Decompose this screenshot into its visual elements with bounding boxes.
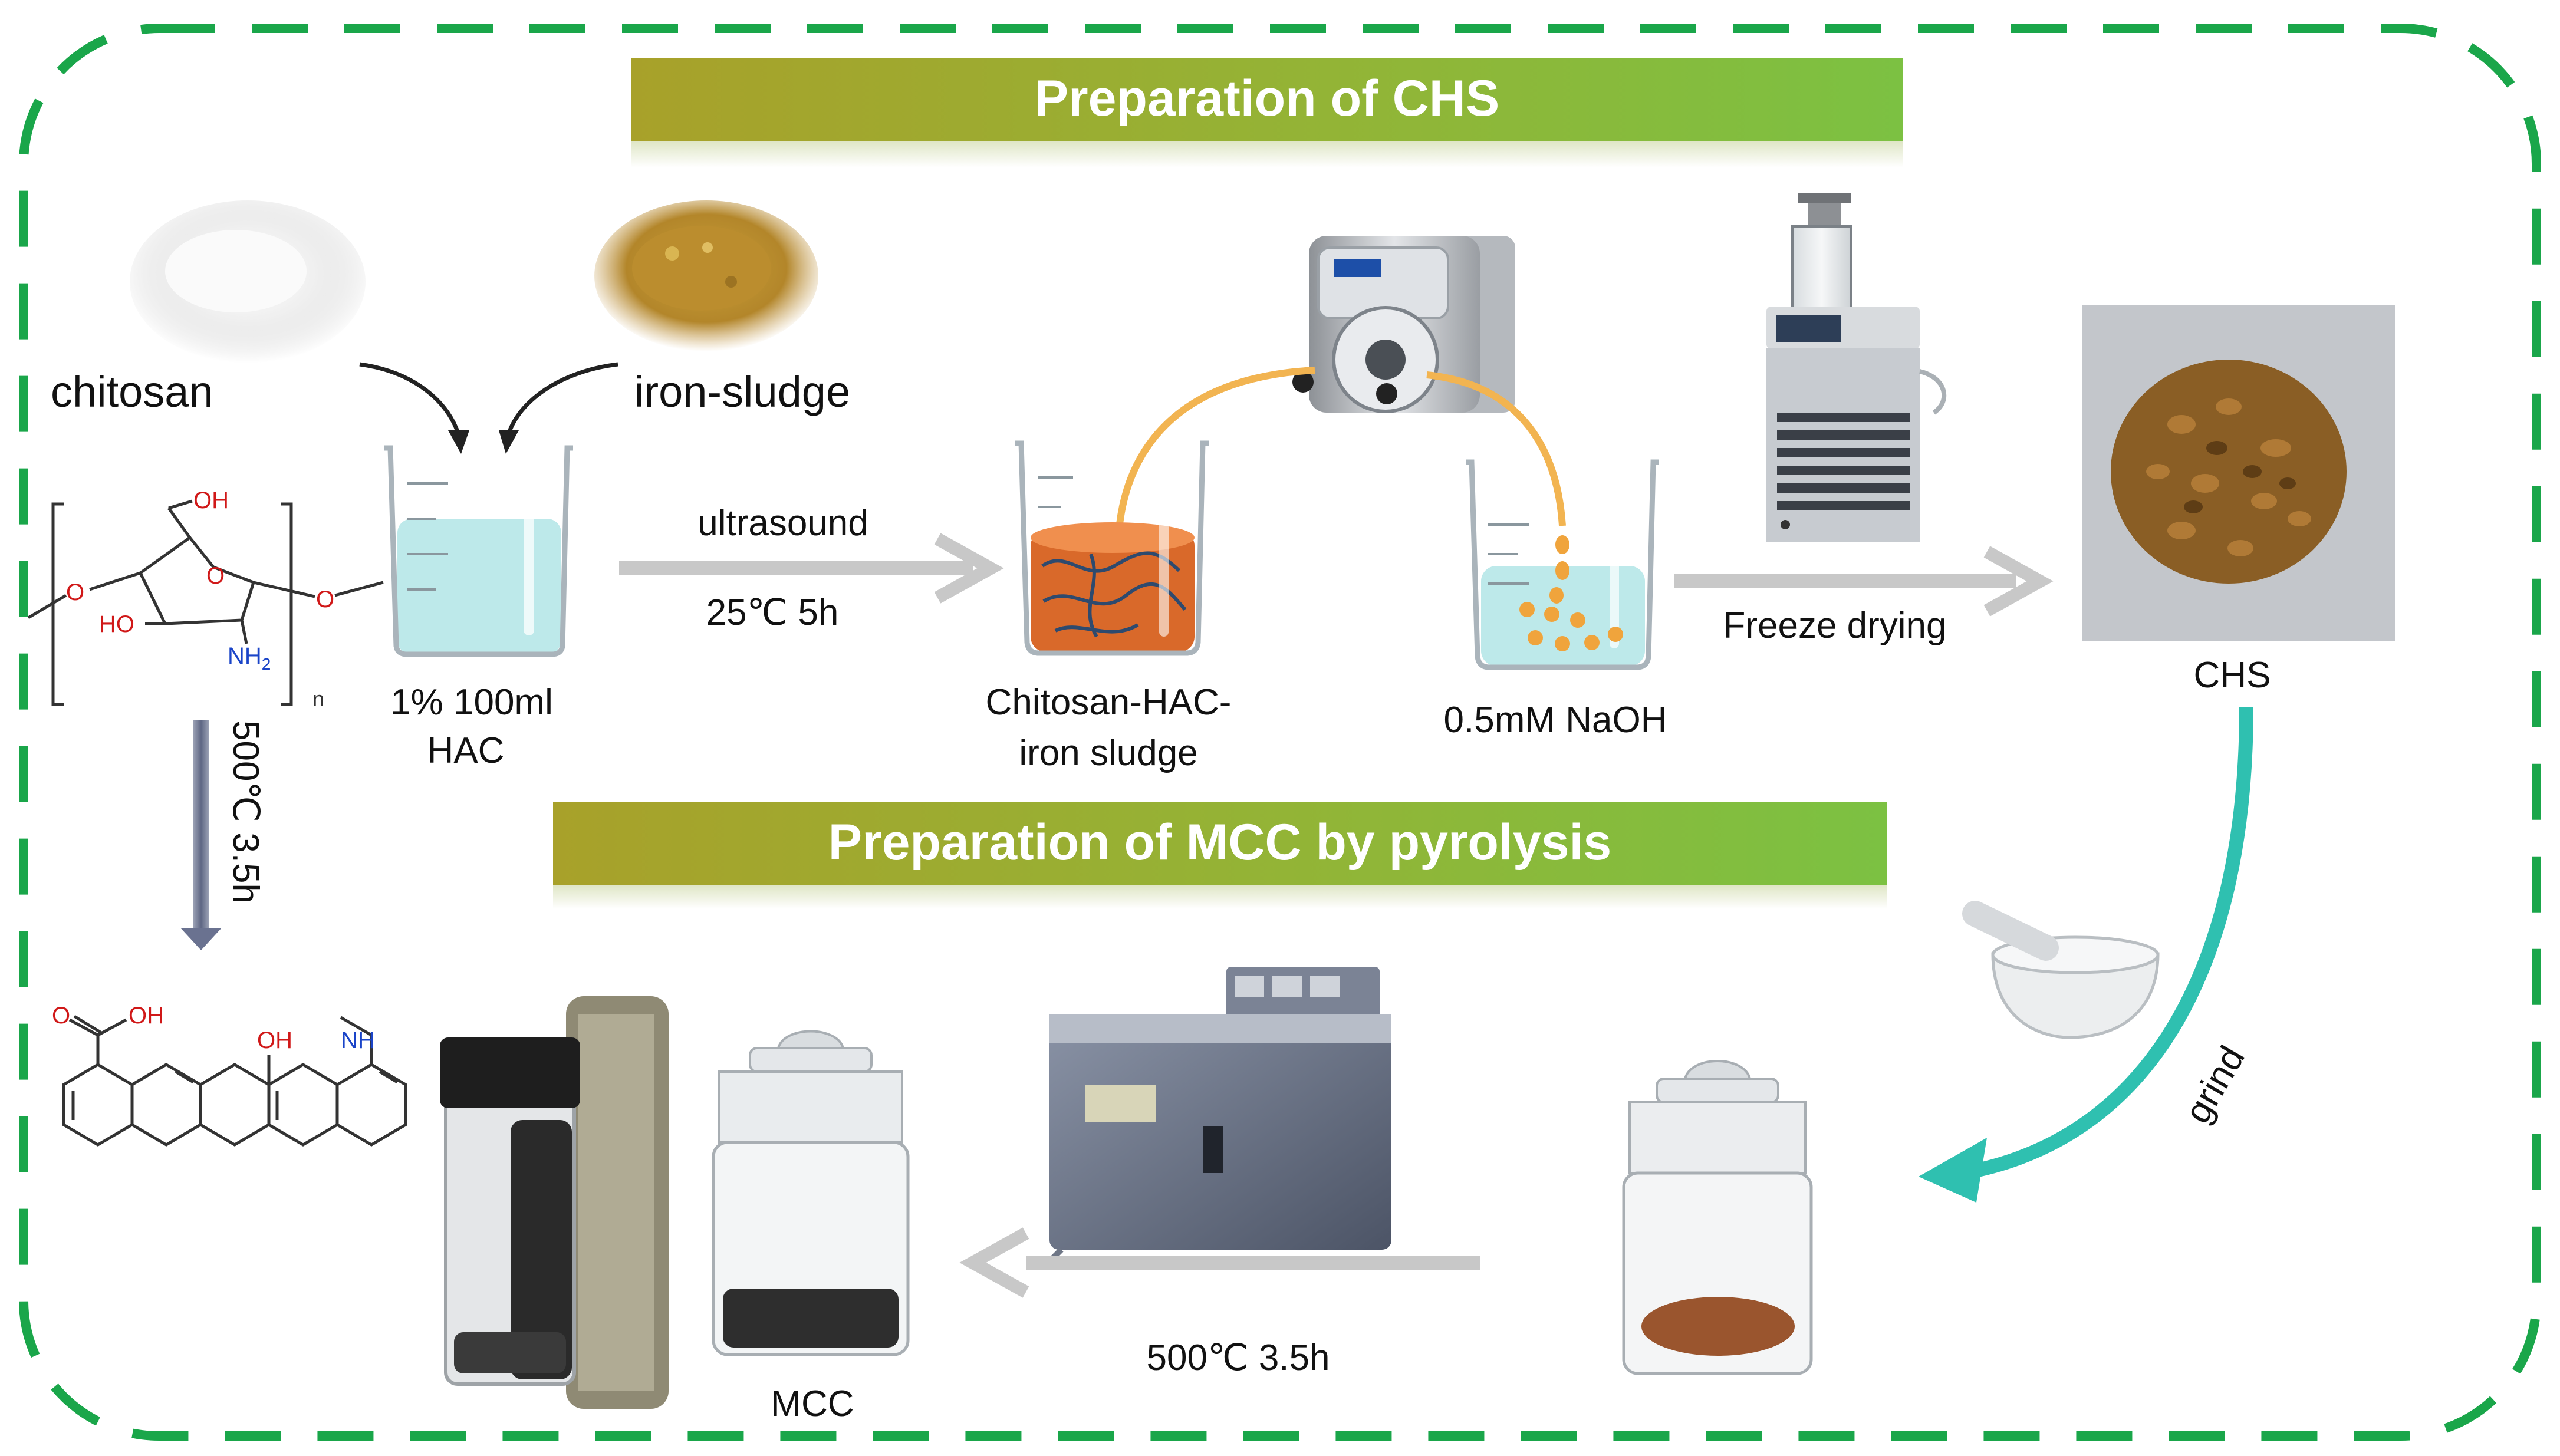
- chs-banner-title: Preparation of CHS: [1035, 70, 1499, 127]
- iron-sludge-powder-image: [594, 200, 818, 351]
- mixture-label-1: Chitosan-HAC-: [986, 682, 1232, 723]
- muffle-furnace-image: [1041, 967, 1391, 1270]
- mortar-pestle-image: [1962, 901, 2160, 1039]
- product-oh: OH: [257, 1027, 292, 1053]
- pyrolysis-condition-label: 500℃ 3.5h: [1147, 1338, 1330, 1378]
- chs-photo: [2082, 305, 2395, 641]
- peristaltic-pump-image: [1292, 236, 1515, 413]
- ultrasound-arrow: [619, 533, 1004, 604]
- freeze-drying-arrow: [1674, 546, 2054, 617]
- beaker-hac: [384, 445, 573, 657]
- chitosan-label: chitosan: [51, 367, 213, 416]
- beaker-hac-label-1: 1% 100ml: [390, 682, 553, 723]
- ground-chs-jar: [1622, 1060, 1813, 1375]
- ultrasound-label: ultrasound: [697, 503, 868, 543]
- chitosan-o-right: O: [316, 587, 334, 612]
- chitosan-ring-o: O: [206, 563, 225, 589]
- naoh-label: 0.5mM NaOH: [1444, 700, 1667, 740]
- grind-label: grind: [2177, 1039, 2253, 1130]
- product-acid-o: O: [52, 1003, 70, 1029]
- grind-arrow: [1919, 707, 2253, 1203]
- chitosan-structure: [27, 499, 384, 706]
- beaker-hac-label-2: HAC: [427, 730, 505, 771]
- mcc-label: MCC: [771, 1383, 854, 1424]
- iron-sludge-label: iron-sludge: [634, 367, 850, 416]
- dashed-border: [19, 24, 2541, 1441]
- freeze-dryer-image: [1766, 193, 1947, 542]
- arrow-head-right: [499, 430, 519, 454]
- chem-pyrolysis-label: 500℃ 3.5h: [225, 720, 266, 904]
- nh-text: NH: [228, 643, 262, 669]
- pyrolysis-arrow: [959, 1227, 1480, 1298]
- pump-tubing: [1114, 367, 1566, 549]
- freeze-drying-label: Freeze drying: [1723, 605, 1946, 646]
- chitosan-powder-image: [130, 200, 366, 363]
- product-acid-oh: OH: [129, 1003, 164, 1029]
- ultrasound-condition: 25℃ 5h: [706, 592, 839, 633]
- mixture-label-2: iron sludge: [1019, 733, 1197, 773]
- chitosan-oh: OH: [193, 487, 229, 513]
- arrow-head-left: [448, 430, 469, 454]
- product-nh: NH: [341, 1027, 375, 1053]
- mcc-banner: Preparation of MCC by pyrolysis: [553, 802, 1887, 909]
- nh-subscript: 2: [262, 655, 271, 673]
- chitosan-nh2: NH2: [228, 643, 271, 673]
- chem-pyrolysis-arrow: [180, 720, 222, 950]
- mcc-vial-with-magnet: [440, 996, 669, 1409]
- chs-banner: Preparation of CHS: [631, 58, 1903, 167]
- chs-label: CHS: [2194, 655, 2271, 696]
- beaker-naoh: [1466, 459, 1659, 670]
- mcc-jar: [712, 1030, 910, 1356]
- beaker-mixture: [1015, 440, 1209, 656]
- chitosan-o-left: O: [66, 579, 84, 605]
- mixing-arrows: [359, 362, 618, 436]
- mcc-banner-title: Preparation of MCC by pyrolysis: [828, 814, 1612, 871]
- product-structure: [62, 1014, 407, 1147]
- chitosan-ho: HO: [99, 611, 134, 637]
- chitosan-repeat-n: n: [312, 687, 324, 711]
